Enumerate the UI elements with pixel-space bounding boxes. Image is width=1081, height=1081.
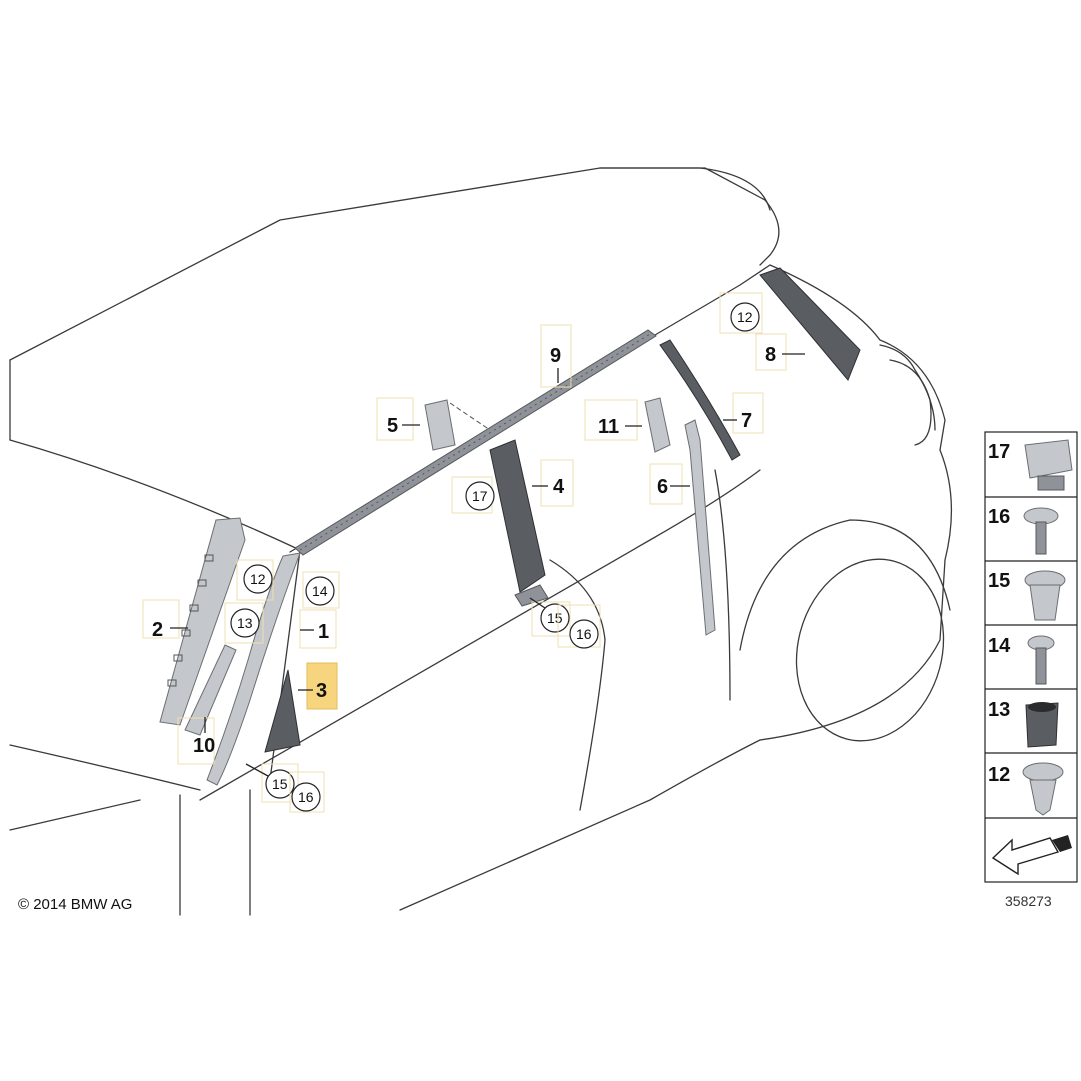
circled-15-a[interactable]: 15 bbox=[272, 776, 288, 792]
part-6-pillar-frame[interactable] bbox=[684, 419, 716, 636]
legend-14-label: 14 bbox=[988, 635, 1011, 657]
callout-1[interactable]: 1 bbox=[318, 621, 329, 643]
copyright-text: © 2014 BMW AG bbox=[18, 896, 132, 913]
legend-13-label: 13 bbox=[988, 699, 1010, 721]
car-body-outline bbox=[9, 167, 953, 916]
circled-16-b[interactable]: 16 bbox=[576, 626, 592, 642]
self-tapping-screw-icon bbox=[1027, 635, 1055, 685]
part-10-bracket[interactable] bbox=[184, 644, 237, 736]
circled-12-b[interactable]: 12 bbox=[737, 309, 753, 325]
callout-5[interactable]: 5 bbox=[387, 415, 398, 437]
orientation-arrow-icon bbox=[991, 835, 1072, 876]
circled-13[interactable]: 13 bbox=[237, 615, 253, 631]
part-11-bracket[interactable] bbox=[644, 397, 671, 453]
callout-9[interactable]: 9 bbox=[550, 345, 561, 367]
fastener-legend: 17 16 15 14 13 12 bbox=[984, 431, 1078, 883]
legend-17-label: 17 bbox=[988, 441, 1010, 463]
diagram-number: 358273 bbox=[1005, 893, 1052, 909]
part-4-b-pillar-trim[interactable] bbox=[489, 439, 546, 593]
circled-17[interactable]: 17 bbox=[472, 488, 488, 504]
part-5-clip[interactable] bbox=[424, 399, 456, 451]
circled-callouts: 12 14 13 15 16 17 15 16 12 bbox=[224, 292, 763, 813]
grommet-icon bbox=[1025, 702, 1059, 748]
push-nut-icon bbox=[1024, 439, 1073, 491]
part-8-rear-pillar-trim[interactable] bbox=[759, 267, 861, 381]
legend-12-label: 12 bbox=[988, 764, 1010, 786]
circled-15-b[interactable]: 15 bbox=[547, 610, 563, 626]
callout-4[interactable]: 4 bbox=[553, 476, 565, 498]
circled-14[interactable]: 14 bbox=[312, 583, 328, 599]
callout-6[interactable]: 6 bbox=[657, 476, 668, 498]
legend-15-label: 15 bbox=[988, 570, 1010, 592]
expanding-rivet-icon bbox=[1022, 762, 1064, 816]
screw-washer-icon bbox=[1023, 507, 1059, 555]
circled-16-a[interactable]: 16 bbox=[298, 789, 314, 805]
expanding-nut-icon bbox=[1024, 570, 1066, 621]
callout-8[interactable]: 8 bbox=[765, 344, 776, 366]
callout-7[interactable]: 7 bbox=[741, 410, 752, 432]
part-7-window-channel[interactable] bbox=[659, 339, 741, 461]
legend-16-label: 16 bbox=[988, 506, 1010, 528]
part-3-triangle-trim[interactable] bbox=[264, 669, 301, 753]
part-2-bracket[interactable] bbox=[159, 517, 246, 726]
callout-3[interactable]: 3 bbox=[316, 680, 327, 702]
callouts: 2 1 3 10 5 9 4 11 6 7 8 bbox=[142, 324, 805, 765]
callout-11[interactable]: 11 bbox=[598, 416, 619, 438]
callout-10[interactable]: 10 bbox=[193, 735, 215, 757]
circled-12-a[interactable]: 12 bbox=[250, 571, 266, 587]
callout-2[interactable]: 2 bbox=[152, 619, 163, 641]
